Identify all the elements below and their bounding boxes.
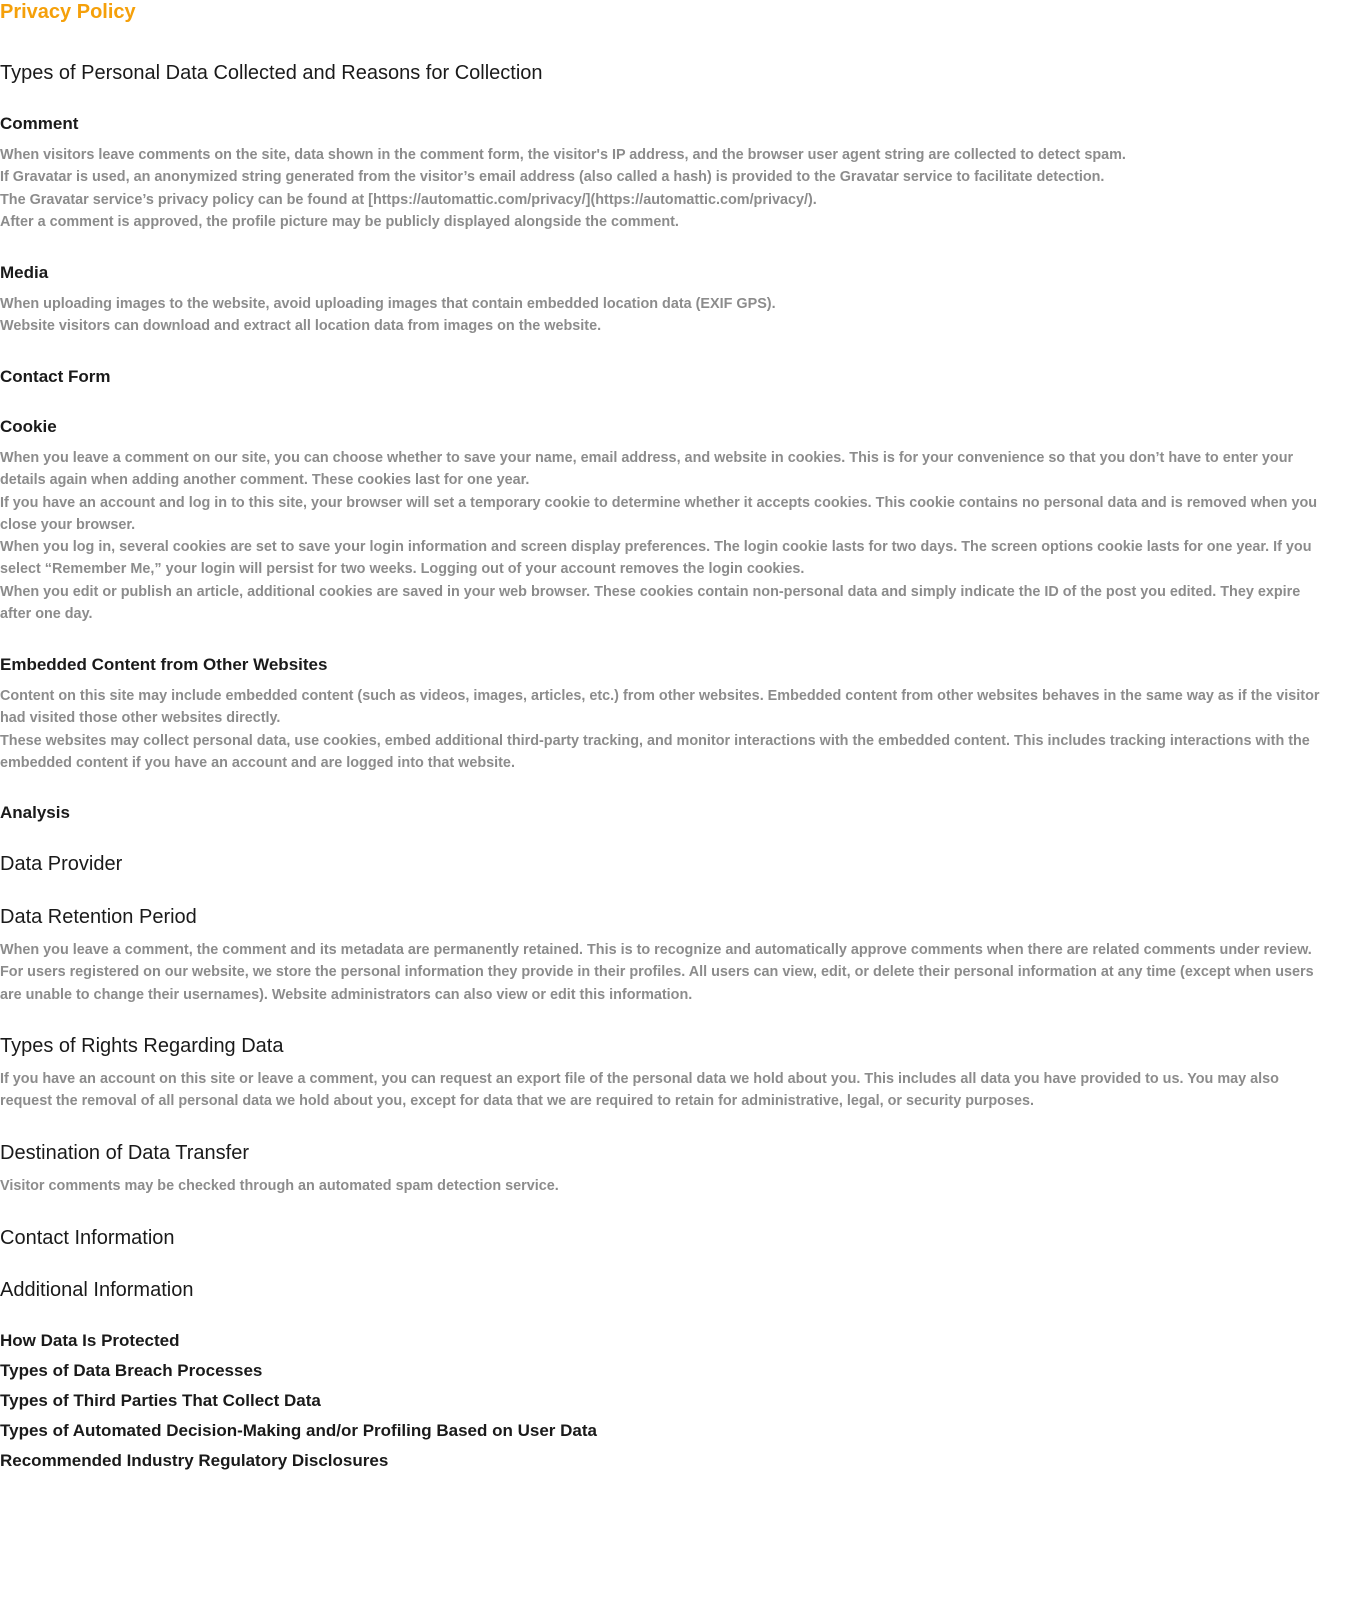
paragraph: When uploading images to the website, av… (0, 296, 776, 312)
section-heading-retention: Data Retention Period (0, 906, 197, 928)
subheading-data-protection: How Data Is Protected (0, 1331, 180, 1350)
paragraph: Website visitors can download and extrac… (0, 318, 602, 335)
section-heading-contact-info: Contact Information (0, 1227, 175, 1249)
paragraph: Visitor comments may be checked through … (0, 1178, 559, 1194)
transfer-body: Visitor comments may be checked through … (0, 1175, 1322, 1197)
paragraph: These websites may collect personal data… (0, 732, 1310, 771)
subheading-third-parties: Types of Third Parties That Collect Data (0, 1391, 321, 1410)
embedded-body: Content on this site may include embedde… (0, 685, 1322, 774)
paragraph: When you leave a comment on our site, yo… (0, 450, 1294, 489)
paragraph: After a comment is approved, the profile… (0, 213, 679, 230)
paragraph: When you edit or publish an article, add… (0, 583, 1301, 623)
section-heading-types: Types of Personal Data Collected and Rea… (0, 62, 543, 84)
paragraph: For users registered on our website, we … (0, 964, 1314, 1003)
section-heading-additional: Additional Information (0, 1279, 194, 1301)
section-heading-rights: Types of Rights Regarding Data (0, 1035, 284, 1057)
paragraph: When you leave a comment, the comment an… (0, 942, 1312, 958)
paragraph: If you have an account on this site or l… (0, 1071, 1279, 1110)
cookie-body: When you leave a comment on our site, yo… (0, 447, 1322, 625)
media-body: When uploading images to the website, av… (0, 293, 1322, 338)
section-heading-analysis: Analysis (0, 803, 70, 822)
section-heading-embedded: Embedded Content from Other Websites (0, 655, 328, 674)
rights-body: If you have an account on this site or l… (0, 1068, 1322, 1113)
page-title: Privacy Policy (0, 1, 136, 23)
section-heading-transfer: Destination of Data Transfer (0, 1142, 250, 1164)
subheading-regulatory-disclosures: Recommended Industry Regulatory Disclosu… (0, 1451, 389, 1470)
comment-body: When visitors leave comments on the site… (0, 144, 1322, 233)
subheading-automated-decisions: Types of Automated Decision-Making and/o… (0, 1421, 597, 1440)
paragraph: If you have an account and log in to thi… (0, 494, 1318, 533)
section-heading-contact-form: Contact Form (0, 367, 111, 386)
section-heading-media: Media (0, 263, 49, 282)
section-heading-cookie: Cookie (0, 417, 57, 436)
section-heading-comment: Comment (0, 114, 79, 133)
paragraph: If Gravatar is used, an anonymized strin… (0, 169, 1105, 186)
paragraph: When you log in, several cookies are set… (0, 539, 1312, 578)
section-heading-data-provider: Data Provider (0, 853, 123, 875)
retention-body: When you leave a comment, the comment an… (0, 939, 1322, 1006)
paragraph: When visitors leave comments on the site… (0, 147, 1126, 163)
paragraph: Content on this site may include embedde… (0, 688, 1320, 727)
subheading-breach-processes: Types of Data Breach Processes (0, 1361, 263, 1380)
paragraph: The Gravatar service’s privacy policy ca… (0, 191, 817, 208)
